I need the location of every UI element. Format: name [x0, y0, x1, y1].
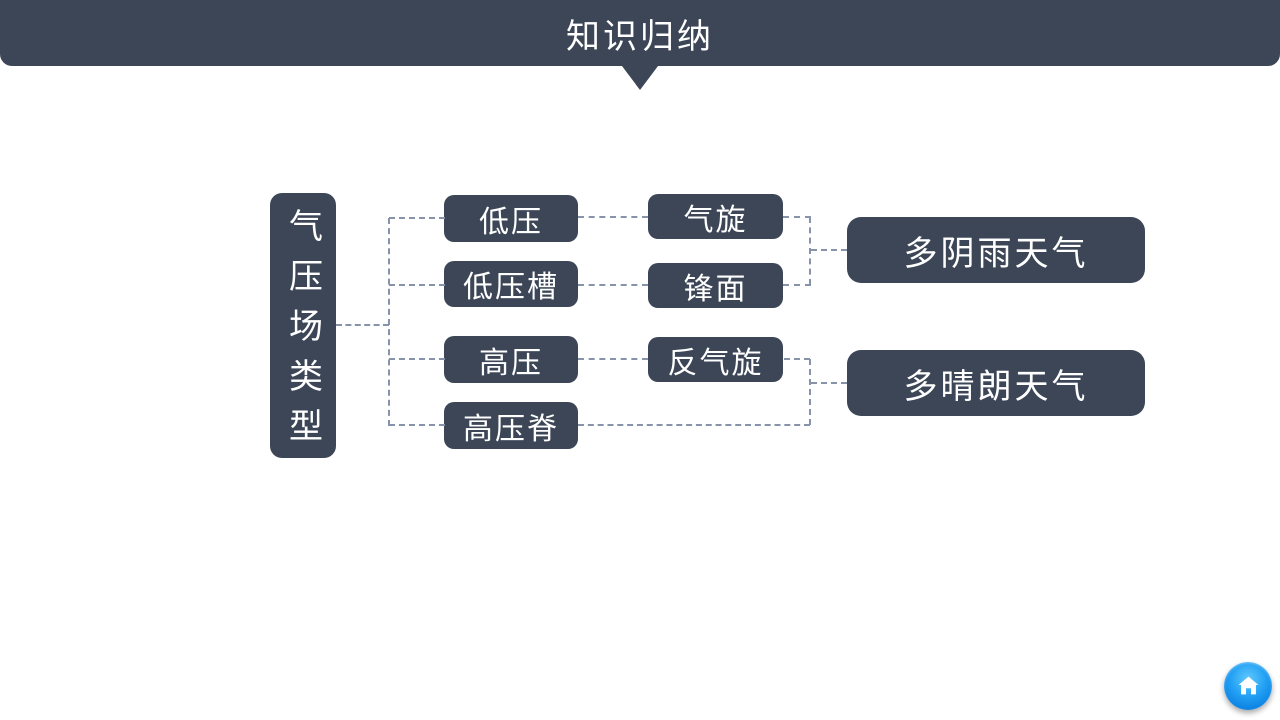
connector-root-to-bracket [336, 324, 389, 326]
connector-branch-low-pressure [389, 217, 445, 219]
node-high-pressure: 高压 [444, 336, 578, 383]
node-low-pressure: 低压 [444, 195, 578, 242]
connector-cyclone-to-bracket [783, 216, 811, 218]
node-pressure-field-types: 气压场类型 [270, 193, 336, 458]
connector-branch-low-pressure-trough [389, 284, 445, 286]
node-anticyclone: 反气旋 [648, 337, 783, 382]
connector-highpressure-anticyclone [578, 358, 648, 360]
home-icon [1235, 673, 1262, 700]
node-low-pressure-trough: 低压槽 [444, 261, 578, 307]
page-title: 知识归纳 [566, 17, 714, 56]
header-bar: 知识归纳 [0, 0, 1280, 66]
node-high-pressure-ridge: 高压脊 [444, 402, 578, 449]
connector-branch-high-pressure-ridge [389, 424, 445, 426]
connector-branch-high-pressure [389, 358, 445, 360]
connector-front-to-bracket [783, 284, 811, 286]
connector-stub-clear-weather [811, 382, 847, 384]
home-button[interactable] [1224, 662, 1272, 710]
node-rainy-weather: 多阴雨天气 [847, 217, 1145, 283]
connector-right-bracket-bottom-vertical [809, 359, 811, 425]
node-front: 锋面 [648, 263, 783, 308]
connector-lowpressure-cyclone [578, 216, 648, 218]
connector-stub-rainy-weather [811, 249, 847, 251]
connector-trough-front [578, 284, 648, 286]
connector-ridge-long-line [578, 424, 810, 426]
node-cyclone: 气旋 [648, 194, 783, 239]
connector-right-bracket-top-vertical [809, 217, 811, 285]
connector-anticyclone-to-bracket [784, 358, 810, 360]
header-pointer-triangle [622, 66, 658, 90]
connector-left-bracket-vertical [388, 218, 390, 426]
node-clear-weather: 多晴朗天气 [847, 350, 1145, 416]
